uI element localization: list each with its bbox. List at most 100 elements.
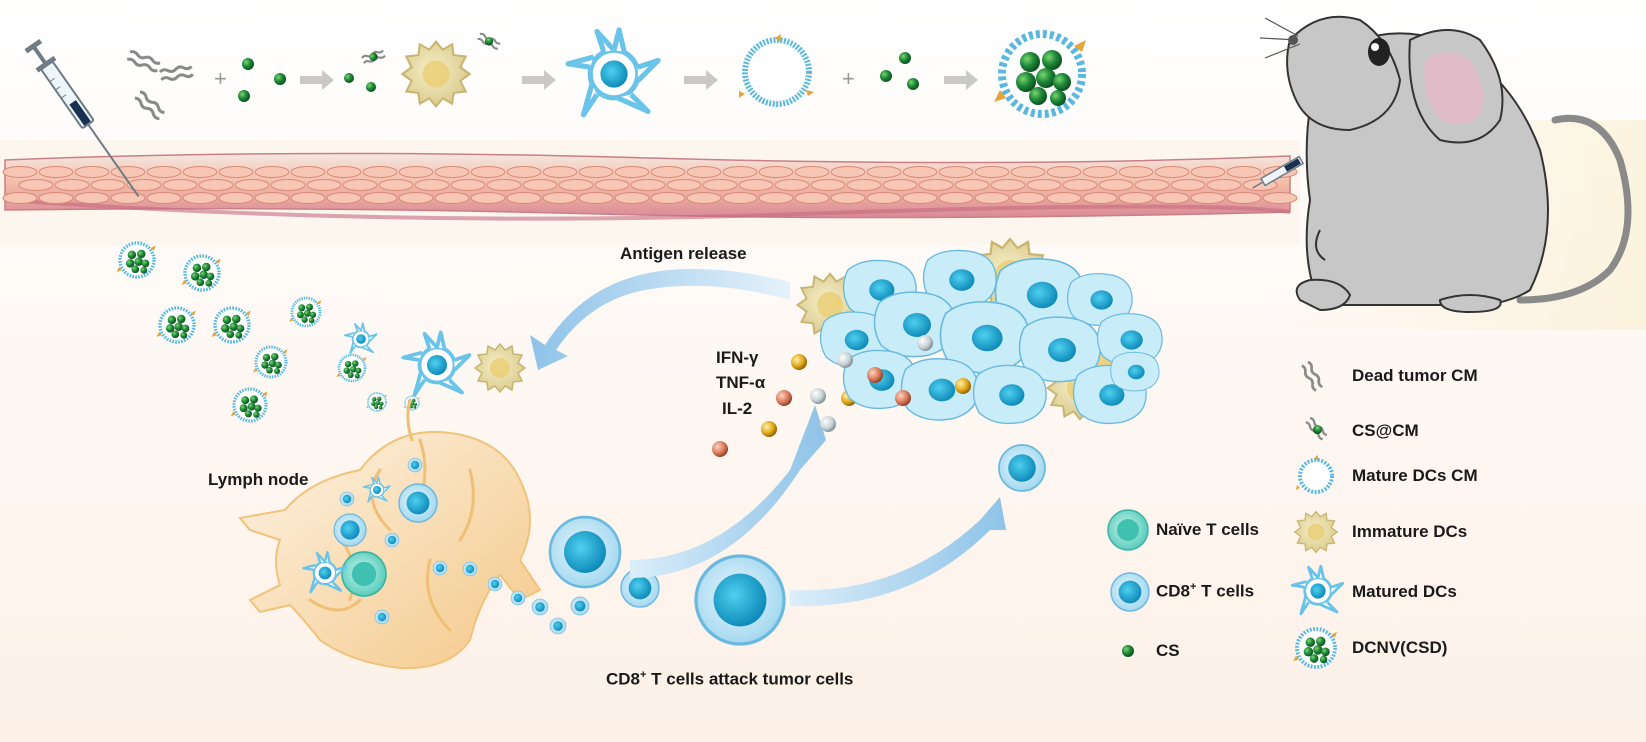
skin-cell: [542, 166, 578, 178]
skin-cell: [110, 166, 146, 178]
skin-cell: [954, 179, 990, 191]
cs-particle: [366, 82, 376, 92]
skin-cell: [1154, 192, 1190, 204]
process-arrow: [522, 70, 556, 90]
cs-icon: [1122, 645, 1134, 657]
skin-cell: [846, 179, 882, 191]
skin-cell: [758, 166, 794, 178]
mature-dcs-cm: [739, 34, 814, 107]
cytokine-label: IFN-γ: [716, 348, 759, 367]
cytokine-label: TNF-α: [716, 373, 766, 392]
skin-cell: [1118, 166, 1154, 178]
skin-cell: [434, 166, 470, 178]
tumor-mass: [796, 237, 1163, 425]
cd8-t-cell-target: [998, 444, 1046, 492]
skin-cell: [270, 179, 306, 191]
skin-cell: [506, 166, 542, 178]
skin-cell: [234, 179, 270, 191]
cs-particle: [274, 73, 286, 85]
skin-cell: [434, 192, 470, 204]
skin-cell: [90, 179, 126, 191]
skin-cell: [2, 192, 38, 204]
skin-cell: [938, 166, 974, 178]
skin-cell: [990, 179, 1026, 191]
plus-sign: +: [214, 66, 227, 91]
skin-cell: [218, 166, 254, 178]
skin-cell: [74, 166, 110, 178]
skin-cell: [198, 179, 234, 191]
cs-cm-icon: [1303, 416, 1329, 442]
skin-cell: [398, 192, 434, 204]
skin-cell: [218, 192, 254, 204]
skin-cell: [254, 166, 290, 178]
skin-cell: [1026, 179, 1062, 191]
attack-label: CD8+ T cells attack tumor cells: [606, 669, 853, 690]
skin-cell: [470, 166, 506, 178]
antigen-release-label: Antigen release: [620, 244, 747, 263]
skin-cell: [902, 192, 938, 204]
skin-cell: [974, 166, 1010, 178]
cs-particle: [899, 52, 911, 64]
skin-cell: [290, 166, 326, 178]
skin-cell: [542, 192, 578, 204]
skin-cell: [486, 179, 522, 191]
cs-particle: [907, 78, 919, 90]
skin-cell: [326, 192, 362, 204]
naive-t-cells-icon: [1107, 509, 1149, 551]
skin-cell: [614, 166, 650, 178]
antigen-release-arrow: [530, 268, 790, 370]
skin-cell: [1154, 166, 1190, 178]
skin-cell: [306, 179, 342, 191]
skin-layer: [2, 152, 1298, 221]
cs-particle: [344, 73, 354, 83]
skin-cell: [38, 192, 74, 204]
attack-label-prefix: CD8: [606, 669, 641, 689]
legend-matured-dcs: Matured DCs: [1352, 582, 1457, 601]
skin-cell: [1010, 192, 1046, 204]
skin-cell: [774, 179, 810, 191]
skin-cell: [362, 192, 398, 204]
attack-label-suffix: T cells attack tumor cells: [646, 669, 854, 689]
skin-cell: [1046, 192, 1082, 204]
cd8-t-cells-icon: [1110, 572, 1150, 612]
skin-cell: [738, 179, 774, 191]
skin-cell: [1206, 179, 1242, 191]
skin-cell: [1062, 179, 1098, 191]
skin-cell: [182, 192, 218, 204]
skin-cell: [794, 192, 830, 204]
cytokine-arrow: [630, 405, 826, 578]
legend-cs-cm: CS@CM: [1352, 421, 1419, 440]
skin-cell: [810, 179, 846, 191]
skin-cell: [1082, 192, 1118, 204]
skin-cell: [1134, 179, 1170, 191]
cs-cm-complex: [476, 31, 502, 51]
skin-cell: [1010, 166, 1046, 178]
skin-cell: [578, 192, 614, 204]
skin-cell: [1190, 192, 1226, 204]
skin-cell: [666, 179, 702, 191]
legend-dead-tumor-cm: Dead tumor CM: [1352, 366, 1478, 385]
skin-cell: [722, 166, 758, 178]
skin-cell: [470, 192, 506, 204]
legend-cd8-prefix: CD8: [1156, 581, 1191, 601]
skin-cell: [722, 192, 758, 204]
skin-cell: [594, 179, 630, 191]
skin-cell: [830, 166, 866, 178]
skin-cell: [450, 179, 486, 191]
skin-cell: [254, 192, 290, 204]
skin-cell: [686, 192, 722, 204]
cs-cm-complex: [360, 48, 387, 66]
naive-t-cell: [341, 551, 387, 597]
skin-cell: [630, 179, 666, 191]
legend-icons: [1107, 359, 1345, 669]
skin-cell: [1082, 166, 1118, 178]
skin-cell: [326, 166, 362, 178]
skin-cell: [378, 179, 414, 191]
skin-cell: [794, 166, 830, 178]
cd8-t-cell: [548, 515, 622, 589]
skin-cell: [650, 192, 686, 204]
skin-cell: [38, 166, 74, 178]
skin-cell: [74, 192, 110, 204]
syringe-icon: [24, 38, 140, 198]
process-arrow: [300, 70, 334, 90]
